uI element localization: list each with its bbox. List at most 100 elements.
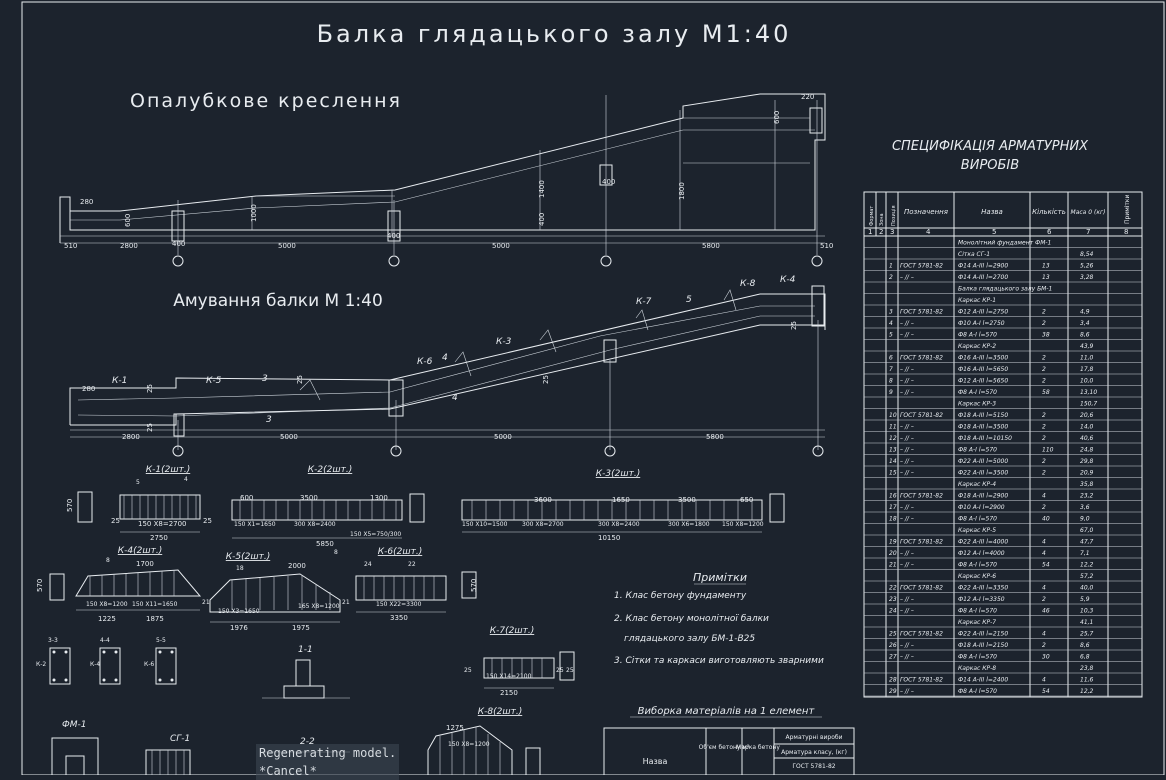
materials-header: Арматура класу, (кг) — [781, 749, 847, 756]
dim-text: 25 — [146, 384, 154, 393]
spec-cell-qty: 38 — [1042, 332, 1050, 339]
spec-cell-des: – // – — [900, 274, 914, 281]
dim-text: 25 — [464, 667, 472, 674]
spec-cell-mass: 35,8 — [1080, 481, 1094, 488]
spec-cell-qty: 13 — [1042, 263, 1050, 270]
spec-cell-qty: 2 — [1042, 412, 1046, 419]
spec-cell-name: Ф18 А-ІІІ l=2900 — [958, 493, 1008, 500]
section-label: 3-3 — [48, 637, 58, 644]
mark: 24 — [364, 561, 372, 568]
detail-title: К-4(2шт.) — [118, 546, 162, 556]
spec-cell-mass: 12,2 — [1080, 688, 1094, 695]
spec-cell-name: Ф22 А-ІІІ l=3500 — [958, 470, 1008, 477]
spec-cell-name: Сітка СГ-1 — [958, 251, 990, 258]
spec-cell-mass: 23,8 — [1080, 665, 1094, 672]
dim-text: 570 — [470, 579, 478, 592]
spec-cell-pos: 22 — [889, 585, 897, 592]
sheet-border — [21, 1, 1165, 775]
dim-text: 25 — [203, 517, 212, 525]
spec-colnum: 4 — [926, 228, 931, 236]
mark: 21 — [342, 599, 350, 606]
reinf-label: К-1 — [112, 376, 127, 386]
spec-cell-name: Ф8 А-І l=570 — [958, 608, 997, 615]
span-dim: 2800 — [120, 242, 138, 250]
spec-cell-qty: 2 — [1042, 596, 1046, 603]
dim-text: 3600 — [534, 496, 552, 504]
spec-cell-mass: 12,2 — [1080, 562, 1094, 569]
dim-text: 150 X14=2100 — [486, 673, 532, 680]
spec-cell-mass: 25,7 — [1080, 631, 1094, 638]
spec-cell-des: ГОСТ 5781-82 — [900, 631, 943, 638]
note-item: глядацького залу БМ-1-В25 — [624, 634, 755, 644]
spec-cell-pos: 21 — [889, 562, 897, 569]
mark: 4 — [184, 476, 188, 483]
dim-text: 1976 — [230, 624, 248, 632]
detail-title: К-3(2шт.) — [596, 469, 640, 479]
spec-cell-name: Ф8 А-І l=570 — [958, 389, 997, 396]
mark: 18 — [236, 565, 244, 572]
spec-cell-mass: 3,4 — [1080, 320, 1090, 327]
spec-cell-qty: 30 — [1042, 654, 1050, 661]
spec-cell-mass: 67,0 — [1080, 527, 1094, 534]
spec-cell-qty: 4 — [1042, 550, 1046, 557]
dim-text: 1000 — [250, 204, 258, 222]
spec-cell-qty: 54 — [1042, 562, 1050, 569]
spec-cell-pos: 23 — [889, 596, 897, 603]
spec-cell-des: – // – — [900, 332, 914, 339]
detail-k6: К-6(2шт.) 150 X22=3300 3350 570 22 24 — [355, 547, 478, 622]
spec-cell-mass: 40,6 — [1080, 435, 1094, 442]
spec-cell-qty: 54 — [1042, 688, 1050, 695]
dim-text: 510 — [64, 242, 77, 250]
note-item: 2. Клас бетону монолітної балки — [614, 614, 769, 624]
materials-header: Арматурні вироби — [786, 734, 843, 741]
spec-cell-mass: 23,2 — [1080, 493, 1094, 500]
spec-cell-mass: 10,0 — [1080, 378, 1094, 385]
spec-colnum: 3 — [890, 228, 894, 236]
spec-cell-mass: 14,0 — [1080, 424, 1094, 431]
dim-text: 3500 — [678, 496, 696, 504]
detail-title: К-6(2шт.) — [378, 547, 422, 557]
spec-cell-des: – // – — [900, 435, 914, 442]
dim-text: 150 X5=750/300 — [350, 531, 401, 538]
spec-cell-name: Каркас КР-7 — [958, 619, 996, 626]
spec-cell-name: Каркас КР-2 — [958, 343, 996, 350]
dim-text: 1800 — [678, 182, 686, 200]
spec-cell-des: – // – — [900, 642, 914, 649]
spec-title: СПЕЦИФІКАЦІЯ АРМАТУРНИХ — [892, 139, 1089, 154]
spec-cell-pos: 10 — [889, 412, 897, 419]
mark: 21 — [202, 599, 210, 606]
spec-cell-name: Ф12 А-ІІІ l=2750 — [958, 309, 1008, 316]
spec-table: СПЕЦИФІКАЦІЯ АРМАТУРНИХ ВИРОБІВ Формат З… — [863, 139, 1143, 698]
dim-text: 10150 — [598, 534, 620, 542]
spec-cell-name: Ф12 А-І l=4000 — [958, 550, 1005, 557]
spec-cell-pos: 16 — [889, 493, 897, 500]
dim-text: 280 — [82, 385, 95, 393]
sg-label: СГ-1 — [170, 734, 190, 744]
detail-k1: К-1(2шт.) 150 X8=2700 2750 570 25 25 5 4 — [66, 465, 212, 542]
dim-text: 600 — [773, 111, 781, 124]
spec-cell-name: Ф12 А-І l=3350 — [958, 596, 1005, 603]
section-label: 5-5 — [156, 637, 166, 644]
materials-header: Об'єм бетону м³ — [699, 744, 750, 751]
spec-cell-name: Каркас КР-8 — [958, 665, 996, 672]
spec-cell-mass: 40,0 — [1080, 585, 1094, 592]
spec-cell-name: Ф16 А-ІІІ l=5650 — [958, 366, 1008, 373]
detail-k4: К-4(2шт.) 1700 150 X8=1200 150 X11=1650 … — [36, 546, 202, 623]
spec-cell-name: Ф8 А-І l=570 — [958, 447, 997, 454]
spec-cell-mass: 29,8 — [1080, 458, 1094, 465]
spec-cell-pos: 18 — [889, 516, 897, 523]
dim-text: 1225 — [98, 615, 116, 623]
note-item: 1. Клас бетону фундаменту — [614, 591, 747, 601]
spec-cell-pos: 29 — [889, 688, 897, 695]
spec-cell-qty: 4 — [1042, 539, 1046, 546]
dim-text: 570 — [66, 499, 74, 512]
dim-text: 25 — [111, 517, 120, 525]
dim-text: 150 X8=1200 — [722, 521, 764, 528]
section-label: К-6 — [144, 661, 154, 668]
spec-header: Позначення — [904, 208, 948, 216]
spec-header: Позиція — [891, 205, 897, 226]
dim-text: 3350 — [390, 614, 408, 622]
spec-cell-mass: 10,3 — [1080, 608, 1094, 615]
spec-cell-qty: 2 — [1042, 435, 1046, 442]
